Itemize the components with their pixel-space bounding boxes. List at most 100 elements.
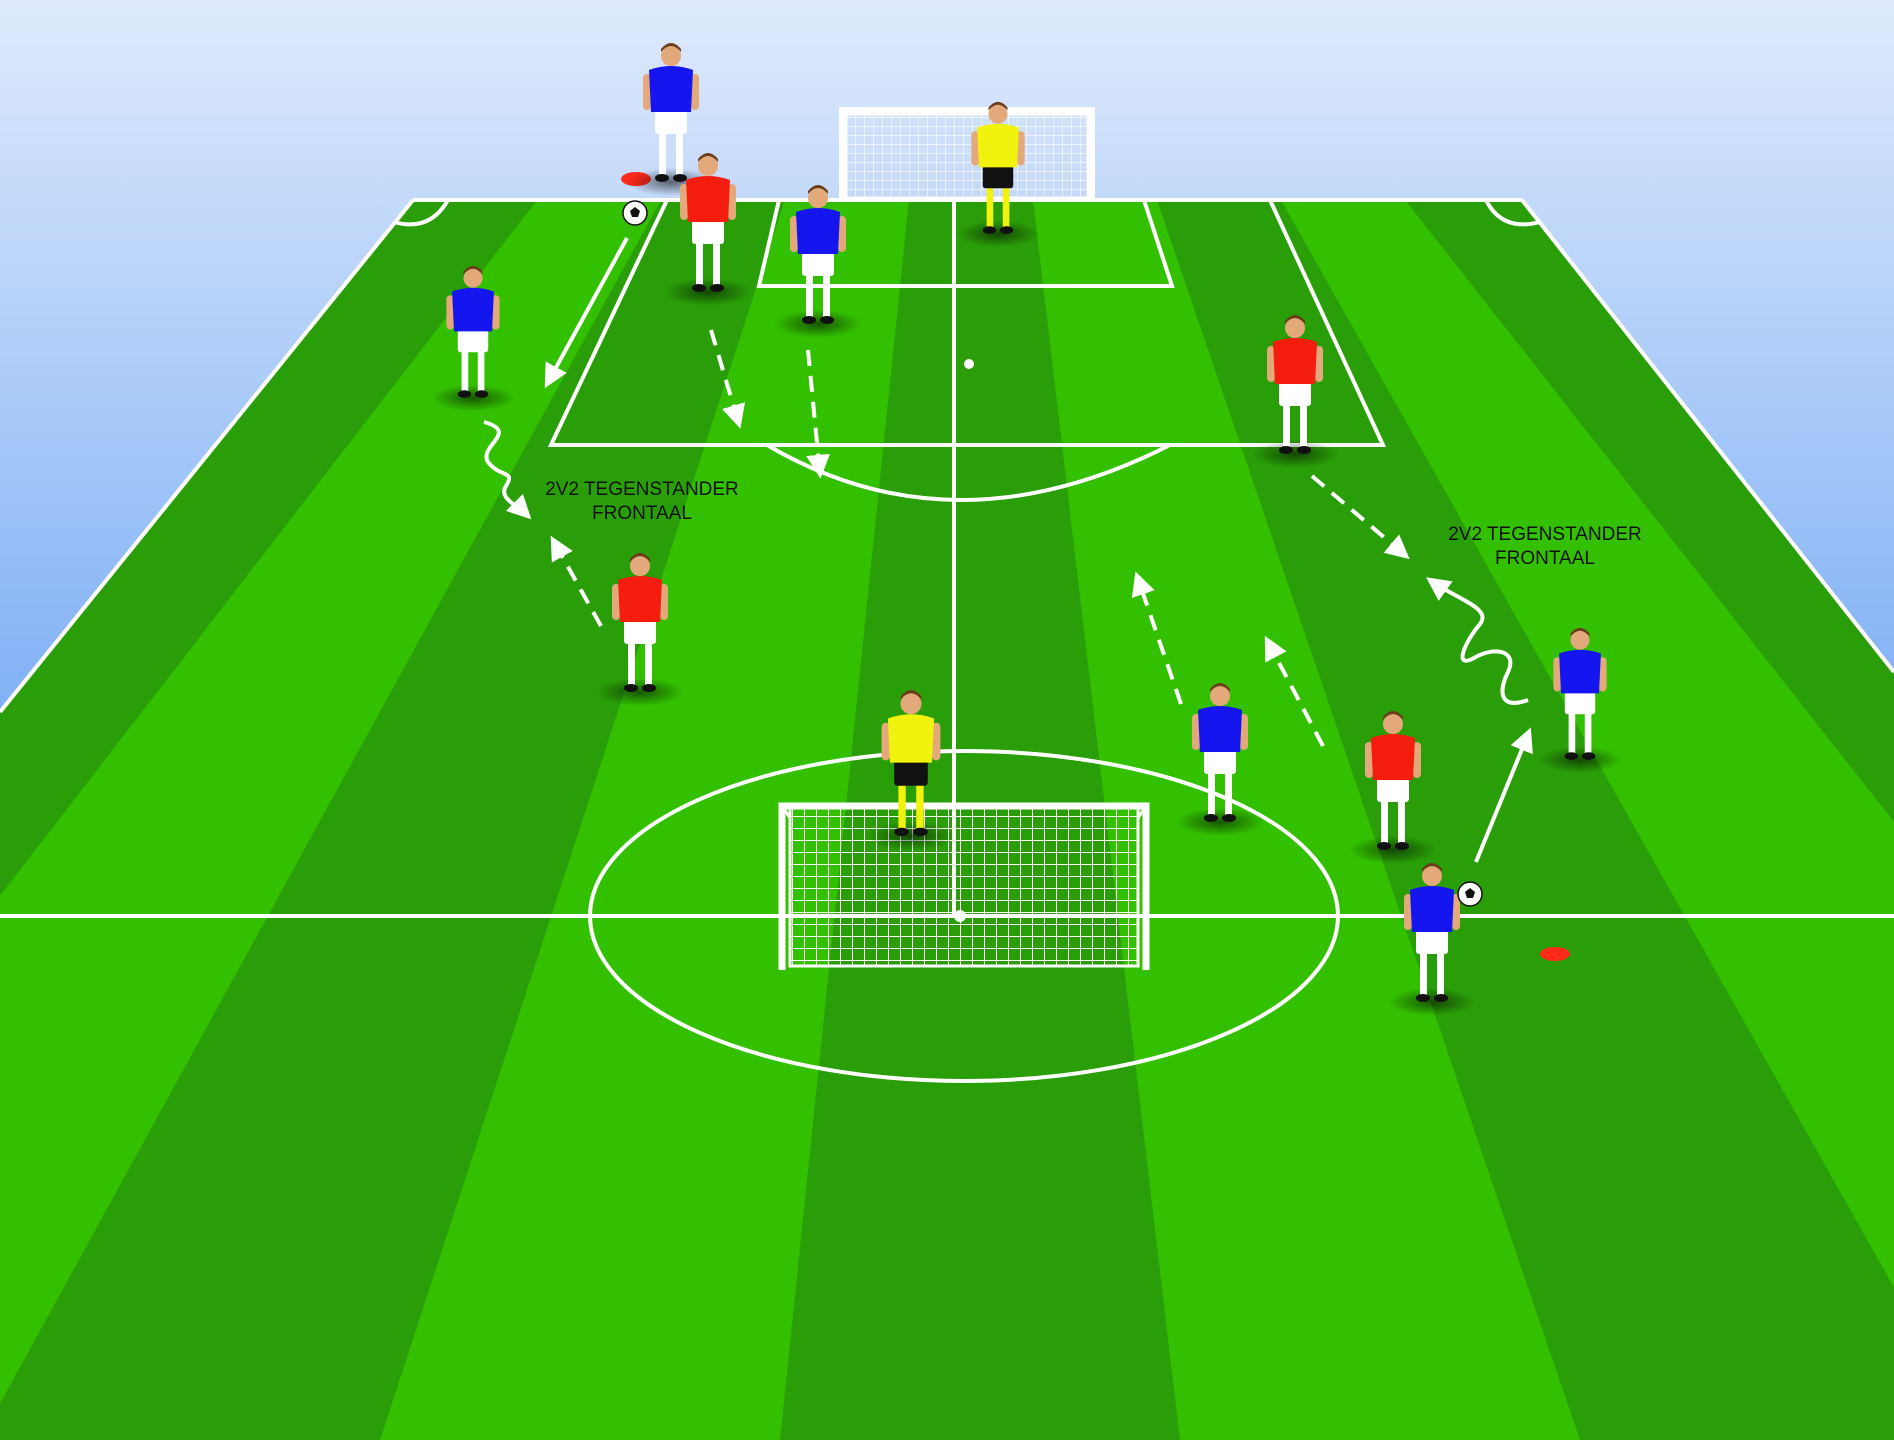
player-shorts bbox=[1416, 930, 1448, 954]
annotation-left-line2: FRONTAAL bbox=[592, 503, 692, 524]
player-boot bbox=[624, 684, 638, 692]
player-head bbox=[1285, 318, 1305, 338]
player-head bbox=[1383, 714, 1403, 734]
player-head bbox=[698, 156, 718, 176]
near-goal bbox=[782, 806, 1146, 970]
player-boot bbox=[655, 174, 669, 182]
ball-top bbox=[623, 201, 647, 225]
far-goal bbox=[842, 110, 1092, 198]
player-boot bbox=[1222, 814, 1236, 822]
player-leg bbox=[628, 642, 635, 686]
player-boot bbox=[673, 174, 687, 182]
player-leg bbox=[676, 132, 683, 176]
player-boot bbox=[820, 316, 834, 324]
player-shirt bbox=[452, 288, 494, 332]
player-shorts bbox=[983, 166, 1013, 189]
player-head bbox=[989, 105, 1008, 124]
player-shorts bbox=[1204, 750, 1236, 774]
player-leg bbox=[462, 350, 469, 392]
player-shadow bbox=[774, 310, 862, 338]
player-leg bbox=[1208, 772, 1215, 816]
cone-bottom bbox=[1540, 947, 1570, 961]
player-shorts bbox=[655, 110, 687, 134]
player-shirt bbox=[796, 208, 840, 254]
player-head bbox=[901, 693, 922, 714]
player-shadow bbox=[431, 385, 515, 412]
player-leg bbox=[1585, 712, 1592, 754]
player-shirt bbox=[1198, 706, 1242, 752]
player-shorts bbox=[1377, 778, 1409, 802]
player-boot bbox=[1395, 842, 1409, 850]
player-leg bbox=[713, 242, 720, 286]
player-leg bbox=[696, 242, 703, 286]
player-boot bbox=[1582, 752, 1595, 760]
player-shorts bbox=[1279, 382, 1311, 406]
near-goal-net bbox=[790, 808, 1138, 966]
player-boot bbox=[692, 284, 706, 292]
player-boot bbox=[1565, 752, 1578, 760]
player-boot bbox=[802, 316, 816, 324]
player-head bbox=[464, 269, 483, 288]
player-head bbox=[1571, 631, 1590, 650]
player-shirt bbox=[1410, 886, 1454, 932]
player-shirt bbox=[1371, 734, 1415, 780]
player-shirt bbox=[1273, 338, 1317, 384]
player-leg bbox=[987, 186, 994, 228]
player-boot bbox=[1416, 994, 1430, 1002]
player-shirt bbox=[686, 176, 730, 222]
player-head bbox=[1422, 866, 1442, 886]
player-leg bbox=[1569, 712, 1576, 754]
player-leg bbox=[806, 274, 813, 318]
player-shadow bbox=[1349, 836, 1437, 864]
player-shadow bbox=[664, 278, 752, 306]
player-boot bbox=[1377, 842, 1391, 850]
player-boot bbox=[642, 684, 656, 692]
player-shorts bbox=[624, 620, 656, 644]
player-boot bbox=[894, 828, 909, 836]
player-leg bbox=[1437, 952, 1444, 996]
penalty-spot bbox=[964, 359, 974, 369]
annotation-left-line1: 2V2 TEGENSTANDER bbox=[545, 479, 739, 500]
player-shirt bbox=[618, 576, 662, 622]
player-boot bbox=[1434, 994, 1448, 1002]
player-shorts bbox=[692, 220, 724, 244]
player-boot bbox=[1279, 446, 1293, 454]
player-boot bbox=[913, 828, 928, 836]
player-shadow bbox=[865, 821, 957, 850]
player-shadow bbox=[596, 678, 684, 706]
player-shorts bbox=[1565, 692, 1595, 715]
player-boot bbox=[710, 284, 724, 292]
player-boot bbox=[1000, 226, 1013, 234]
player-boot bbox=[983, 226, 996, 234]
player-leg bbox=[1225, 772, 1232, 816]
annotation-right-line2: FRONTAAL bbox=[1495, 548, 1595, 569]
player-shadow bbox=[1388, 988, 1476, 1016]
player-shadow bbox=[1176, 808, 1264, 836]
player-leg bbox=[1283, 404, 1290, 448]
player-leg bbox=[1381, 800, 1388, 844]
player-leg bbox=[478, 350, 485, 392]
player-shorts bbox=[458, 330, 488, 353]
player-head bbox=[808, 188, 828, 208]
ball-bottom bbox=[1458, 882, 1482, 906]
player-leg bbox=[1300, 404, 1307, 448]
player-leg bbox=[1003, 186, 1010, 228]
player-leg bbox=[1398, 800, 1405, 844]
player-shirt bbox=[649, 66, 693, 112]
far-goal-net bbox=[846, 114, 1088, 198]
player-head bbox=[661, 46, 681, 66]
player-shorts bbox=[802, 252, 834, 276]
player-shirt bbox=[1559, 650, 1601, 694]
player-boot bbox=[458, 390, 471, 398]
player-leg bbox=[823, 274, 830, 318]
player-boot bbox=[1297, 446, 1311, 454]
player-leg bbox=[898, 784, 905, 830]
player-shirt bbox=[888, 714, 934, 762]
player-shorts bbox=[894, 761, 928, 786]
player-shadow bbox=[956, 221, 1040, 248]
annotation-right-line1: 2V2 TEGENSTANDER bbox=[1448, 524, 1642, 545]
player-boot bbox=[1204, 814, 1218, 822]
player-shadow bbox=[1251, 440, 1339, 468]
player-shirt bbox=[977, 124, 1019, 168]
player-head bbox=[630, 556, 650, 576]
